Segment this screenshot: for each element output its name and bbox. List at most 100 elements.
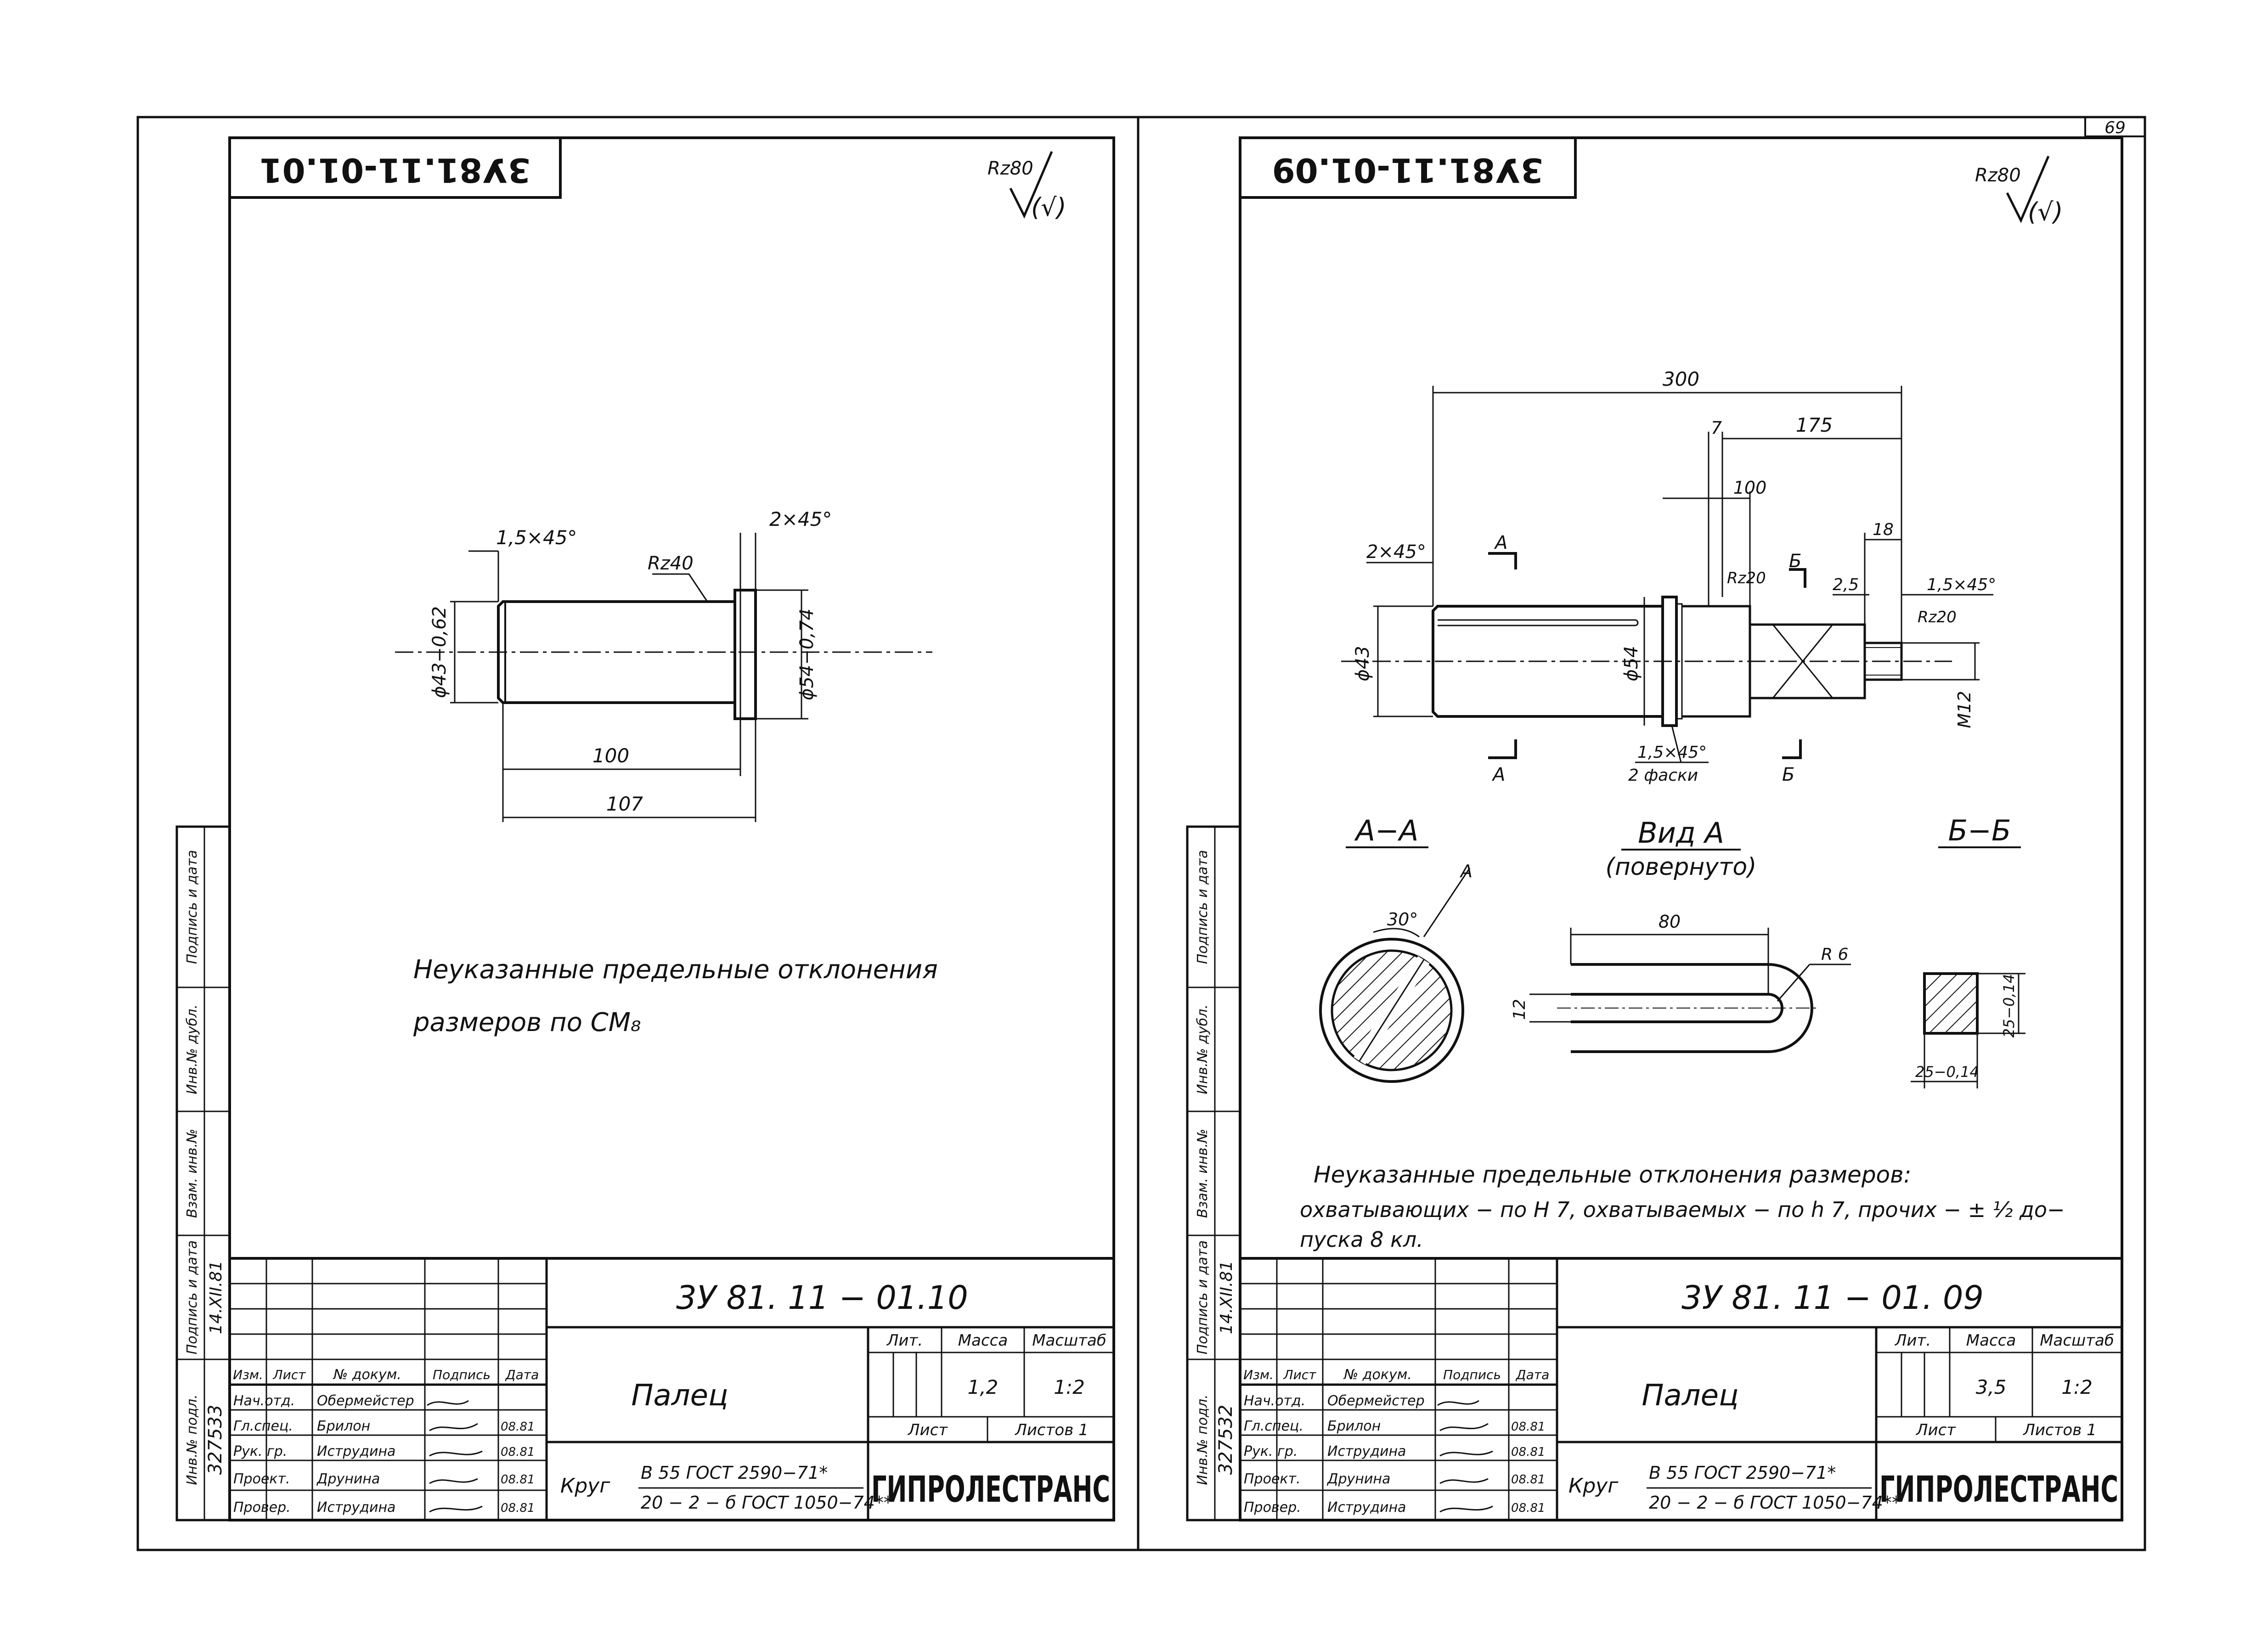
svg-text:Рук. гр.: Рук. гр. bbox=[1244, 1443, 1298, 1459]
right-rotated-code: 3У81.11-01.09 bbox=[1272, 151, 1544, 189]
right-dim-2-5: 2,5 bbox=[1833, 575, 1859, 594]
svg-text:Б: Б bbox=[1789, 551, 1801, 572]
right-mass: 3,5 bbox=[1976, 1376, 2007, 1398]
right-roughness-rz20-a: Rz20 bbox=[1727, 569, 1766, 587]
svg-text:Инв.№ дубл.: Инв.№ дубл. bbox=[184, 1004, 200, 1094]
right-material-line1: В 55 ГОСТ 2590−71* bbox=[1649, 1463, 1836, 1483]
svg-text:Взам. инв.№: Взам. инв.№ bbox=[1195, 1129, 1211, 1218]
svg-text:08.81: 08.81 bbox=[501, 1445, 535, 1459]
svg-text:Взам. инв.№: Взам. инв.№ bbox=[184, 1129, 200, 1218]
svg-text:Подпись: Подпись bbox=[433, 1367, 491, 1382]
svg-text:Лист: Лист bbox=[273, 1367, 306, 1382]
left-title-block bbox=[228, 1257, 1115, 1521]
right-drawing-number: 3У 81. 11 − 01. 09 bbox=[1681, 1279, 1984, 1317]
svg-text:Дата: Дата bbox=[505, 1367, 539, 1382]
svg-text:Подпись и дата: Подпись и дата bbox=[184, 850, 200, 964]
left-roughness-main: Rz80 bbox=[987, 158, 1033, 179]
right-dim-7: 7 bbox=[1711, 418, 1722, 438]
svg-text:08.81: 08.81 bbox=[501, 1501, 535, 1515]
left-drawing-number: 3У 81. 11 − 01.10 bbox=[676, 1279, 968, 1317]
left-scale: 1:2 bbox=[1054, 1376, 1085, 1398]
svg-text:Масса: Масса bbox=[958, 1331, 1008, 1350]
right-section-aa-outer bbox=[1319, 938, 1464, 1083]
svg-text:Иструдина: Иструдина bbox=[1327, 1443, 1406, 1459]
right-roughness-main: Rz80 bbox=[1975, 165, 2021, 186]
right-material-line2: 20 − 2 − б ГОСТ 1050−74** bbox=[1649, 1493, 1901, 1513]
left-side-strip bbox=[175, 825, 231, 1521]
svg-text:Подпись и дата: Подпись и дата bbox=[184, 1240, 200, 1355]
left-roughness-paren: (√) bbox=[1031, 193, 1066, 222]
svg-text:Провер.: Провер. bbox=[233, 1499, 291, 1516]
svg-text:Иструдина: Иструдина bbox=[317, 1499, 395, 1516]
left-roughness-local: Rz40 bbox=[648, 553, 694, 574]
svg-text:№ докум.: № докум. bbox=[1343, 1367, 1412, 1383]
right-dim-r6: R 6 bbox=[1821, 945, 1848, 964]
svg-text:Брилон: Брилон bbox=[1327, 1418, 1381, 1434]
svg-text:Проект.: Проект. bbox=[1244, 1471, 1301, 1487]
right-title-block bbox=[1239, 1257, 2123, 1521]
right-section-bb-title: Б−Б bbox=[1948, 814, 2011, 847]
svg-text:08.81: 08.81 bbox=[1511, 1473, 1545, 1487]
left-material-line2: 20 − 2 − б ГОСТ 1050−74** bbox=[641, 1493, 892, 1513]
right-sheet: 3У81.11-01.09 Rz80 (√) 300 7 175 100 18 … bbox=[1186, 136, 2123, 1521]
svg-text:Дата: Дата bbox=[1515, 1367, 1550, 1382]
right-dim-diam-43: ϕ43 bbox=[1352, 646, 1373, 681]
right-dim-m12: М12 bbox=[1954, 691, 1975, 728]
svg-text:Гл.спец.: Гл.спец. bbox=[233, 1418, 293, 1434]
left-dim-len-107: 107 bbox=[606, 793, 643, 815]
svg-text:Листов 1: Листов 1 bbox=[1014, 1421, 1088, 1439]
left-archive-date: 14.XII.81 bbox=[207, 1261, 226, 1334]
svg-text:Подпись и дата: Подпись и дата bbox=[1195, 1240, 1211, 1355]
right-dim-chamfer-15x45: 1,5×45° bbox=[1927, 575, 1996, 594]
right-signatures bbox=[1437, 1400, 1493, 1513]
right-side-strip bbox=[1186, 825, 1241, 1521]
right-dim-diam-54: ϕ54 bbox=[1621, 646, 1642, 681]
right-dim-175: 175 bbox=[1796, 414, 1833, 436]
right-dim-30deg: 30° bbox=[1387, 909, 1418, 930]
svg-text:Лист: Лист bbox=[1915, 1421, 1956, 1439]
left-signatures bbox=[427, 1400, 483, 1513]
svg-text:08.81: 08.81 bbox=[1511, 1501, 1545, 1515]
svg-text:А: А bbox=[1459, 861, 1473, 881]
right-dim-chamfer-bottom2: 2 фаски bbox=[1628, 766, 1698, 785]
right-section-aa-title: А−А bbox=[1354, 814, 1419, 847]
svg-text:Нач.отд.: Нач.отд. bbox=[1244, 1393, 1305, 1409]
right-view-a-subtitle: (повернуто) bbox=[1606, 853, 1757, 881]
svg-text:А: А bbox=[1491, 764, 1505, 785]
right-dim-18: 18 bbox=[1873, 520, 1894, 539]
svg-text:Нач.отд.: Нач.отд. bbox=[233, 1393, 295, 1409]
right-dim-25-h: 25−0,14 bbox=[1915, 1063, 1979, 1081]
svg-text:А: А bbox=[1494, 532, 1507, 553]
left-roughness-check-icon bbox=[1009, 151, 1053, 219]
left-archive-number: 327533 bbox=[205, 1405, 226, 1475]
left-sheet: 3У81.11-01.01 Rz80 (√) 1,5×45° 2×45° Rz4… bbox=[175, 136, 1115, 1521]
svg-text:Проект.: Проект. bbox=[233, 1471, 290, 1487]
svg-text:08.81: 08.81 bbox=[501, 1473, 535, 1487]
svg-text:08.81: 08.81 bbox=[1511, 1445, 1545, 1459]
svg-text:Лист: Лист bbox=[1283, 1367, 1317, 1382]
left-dim-chamfer-left: 1,5×45° bbox=[496, 526, 577, 549]
svg-text:Листов 1: Листов 1 bbox=[2022, 1421, 2096, 1439]
right-dim-300: 300 bbox=[1663, 368, 1699, 390]
right-part-name: Палец bbox=[1642, 1379, 1738, 1413]
right-dim-80: 80 bbox=[1659, 912, 1681, 932]
left-rotated-code: 3У81.11-01.01 bbox=[260, 151, 531, 189]
svg-text:Гл.спец.: Гл.спец. bbox=[1244, 1418, 1303, 1434]
svg-text:Иструдина: Иструдина bbox=[317, 1443, 395, 1459]
right-dim-25-v: 25−0,14 bbox=[2000, 974, 2018, 1038]
left-note-line2: размеров по СМ₈ bbox=[413, 1008, 641, 1037]
left-dim-diam-small: ϕ43−0,62 bbox=[429, 606, 450, 698]
right-scale: 1:2 bbox=[2061, 1376, 2093, 1398]
svg-text:08.81: 08.81 bbox=[501, 1420, 535, 1434]
left-note-line1: Неуказанные предельные отклонения bbox=[413, 955, 938, 985]
left-org-name: ГИПРОЛЕСТРАНС bbox=[871, 1469, 1110, 1510]
svg-text:Подпись и дата: Подпись и дата bbox=[1195, 850, 1211, 964]
left-material-line1: В 55 ГОСТ 2590−71* bbox=[641, 1463, 828, 1483]
right-section-marker-a-top bbox=[1488, 552, 1517, 569]
right-shaft-slot bbox=[1438, 619, 1639, 626]
page-number: 69 bbox=[2104, 118, 2126, 137]
left-inner-frame bbox=[228, 136, 1115, 1521]
right-code-box bbox=[1239, 136, 1577, 199]
svg-text:№ докум.: № докум. bbox=[333, 1367, 401, 1383]
right-dim-chamfer-2x45: 2×45° bbox=[1366, 541, 1426, 563]
